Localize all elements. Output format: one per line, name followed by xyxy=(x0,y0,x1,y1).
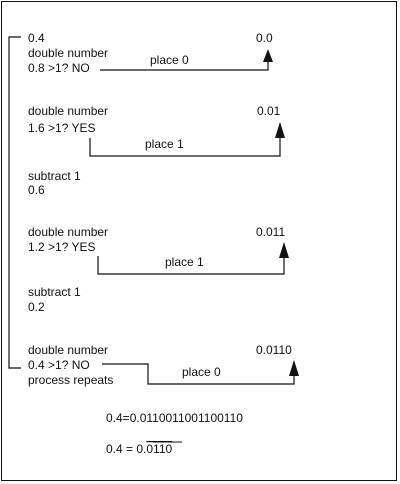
start-value: 0.4 xyxy=(28,31,45,45)
step3-test: 1.2 >1? YES xyxy=(28,240,96,254)
step4-connector xyxy=(102,363,295,385)
step3-connector xyxy=(97,254,285,275)
step1-test: 0.8 >1? NO xyxy=(28,61,90,75)
repeat-loop-bracket xyxy=(8,36,21,369)
step3-arrowhead xyxy=(279,242,289,258)
repeating-digits-overlined: 0110 xyxy=(146,442,172,456)
step1-result: 0.0 xyxy=(256,31,273,45)
step1-arrowhead xyxy=(263,49,273,62)
step3-place-label: place 1 xyxy=(165,255,204,269)
step2-subtract-result: 0.6 xyxy=(28,183,45,197)
repeating-notation-prefix: 0.4 = 0. xyxy=(106,442,146,456)
step4-action: double number xyxy=(28,343,108,357)
step3-action: double number xyxy=(28,225,108,239)
step3-subtract-result: 0.2 xyxy=(28,300,45,314)
step3-subtract-label: subtract 1 xyxy=(28,285,81,299)
step4-arrowhead xyxy=(289,360,299,376)
step1-place-label: place 0 xyxy=(150,53,189,67)
step4-note: process repeats xyxy=(28,373,113,387)
step2-place-label: place 1 xyxy=(145,137,184,151)
step4-result: 0.0110 xyxy=(256,343,292,357)
step2-subtract-label: subtract 1 xyxy=(28,169,81,183)
step2-result: 0.01 xyxy=(257,104,281,118)
step3-result: 0.011 xyxy=(256,225,285,239)
step2-connector xyxy=(89,134,281,157)
step4-test: 0.4 >1? NO xyxy=(28,358,90,372)
step2-test: 1.6 >1? YES xyxy=(28,121,96,135)
step1-connector xyxy=(100,60,269,71)
binary-expansion: 0.4=0.0110011001100110 xyxy=(106,411,243,425)
step4-place-label: place 0 xyxy=(182,365,221,379)
step1-action: double number xyxy=(28,46,108,60)
step2-arrowhead xyxy=(275,122,285,138)
repeating-notation: 0.4 = 0.0110 xyxy=(106,442,173,456)
step2-action: double number xyxy=(28,104,108,118)
